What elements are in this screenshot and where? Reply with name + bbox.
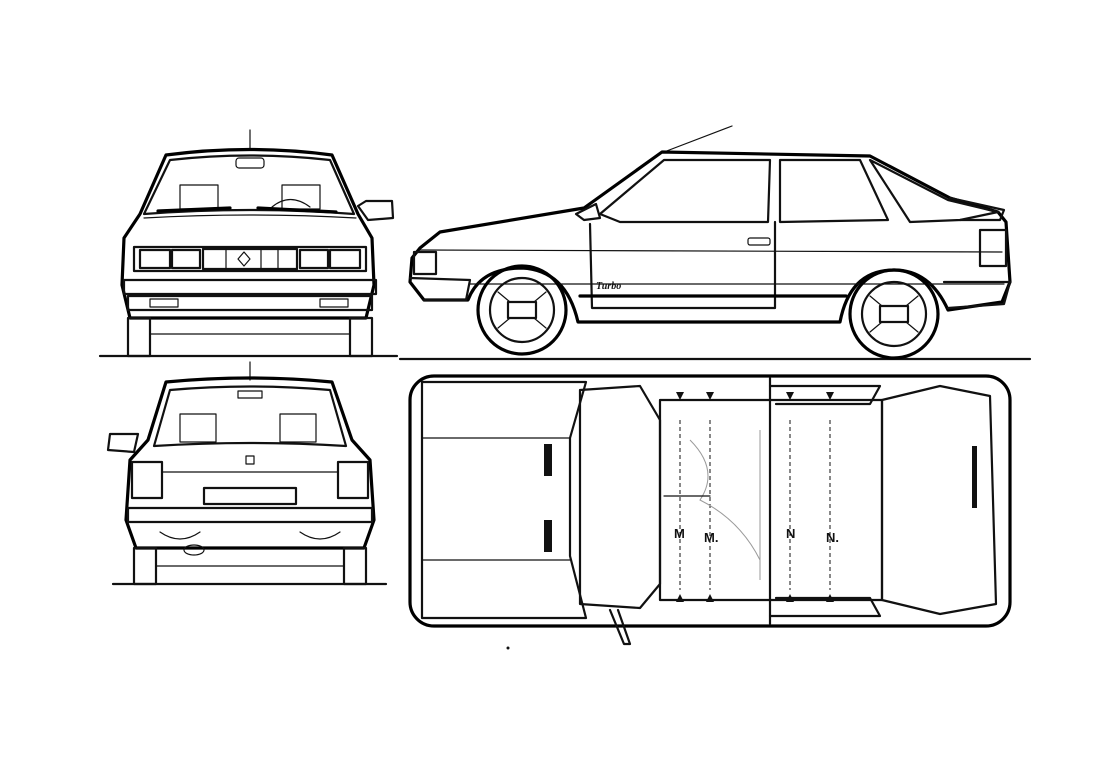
rear-view-mirror: [235, 157, 265, 169]
rear-seat-right: [279, 413, 317, 443]
belt-line: [419, 249, 1003, 253]
front-bumper: [122, 278, 378, 296]
interior-detail: [689, 430, 761, 580]
side-rear-hub: [878, 304, 910, 324]
rear-wheel-left: [132, 546, 158, 586]
steering-wheel: [271, 198, 311, 208]
rear-spoiler: [948, 196, 1006, 222]
hood-edge: [143, 214, 357, 219]
front-side-window: [598, 158, 772, 224]
front-wheel-right: [348, 316, 374, 358]
grille: [201, 247, 299, 271]
dimension-label-n-dot: N.: [826, 530, 839, 545]
door-outline: [588, 220, 777, 310]
brand-logo-front: [237, 251, 251, 267]
front-spoiler: [126, 294, 374, 312]
headlight-right-inner: [298, 248, 330, 270]
turbo-badge: Turbo: [596, 281, 621, 292]
open-door: [608, 608, 632, 646]
side-rear-rim: [860, 280, 928, 348]
side-front-wheel: [476, 264, 568, 356]
rear-seat-left: [179, 413, 217, 443]
headlight-right-outer: [328, 248, 362, 270]
wiper-right: [256, 206, 338, 214]
rear-bumper-profile: [942, 280, 1012, 310]
dimension-label-m: M: [674, 526, 685, 541]
rear-wheel-right: [342, 546, 368, 586]
rear-window: [152, 385, 348, 448]
fog-light-right: [319, 298, 349, 308]
rear-quarter-window: [868, 158, 1000, 224]
rear-wiper: [972, 446, 977, 508]
hood: [420, 380, 588, 620]
headlight-left-inner: [170, 248, 202, 270]
wiper-left: [156, 206, 232, 213]
fog-light-left: [149, 298, 179, 308]
top-rear-window: [880, 384, 998, 616]
rear-undertray: [159, 531, 341, 540]
side-mirror: [356, 199, 395, 222]
windshield: [142, 154, 356, 216]
sunroof-frame-bottom: [768, 596, 882, 618]
taillight-profile: [978, 228, 1008, 268]
rear-bumper: [126, 506, 374, 524]
door-handle: [747, 237, 771, 246]
exhaust-pipe: [183, 544, 205, 556]
seat-right: [281, 184, 321, 210]
headlight-band: [132, 245, 368, 273]
front-view: [98, 129, 399, 358]
license-plate: [202, 486, 298, 506]
headlight-left-outer: [138, 248, 172, 270]
dimension-label-m-dot: M.: [704, 530, 718, 545]
headlight-profile: [412, 250, 438, 276]
top-body-outline: [408, 374, 1012, 628]
side-body-outline: [408, 150, 1012, 324]
hood-vent-upper: [544, 444, 552, 476]
top-windshield: [578, 384, 662, 610]
stray-mark: [506, 646, 510, 650]
brand-logo-rear: [245, 455, 255, 465]
side-view: Turbo: [398, 125, 1032, 361]
seat-dimension-lines: [679, 420, 831, 590]
hood-vent-lower: [544, 520, 552, 552]
front-wheel-left: [126, 316, 152, 358]
side-mirror-profile: [574, 202, 602, 222]
taillight-right: [336, 460, 370, 500]
rear-wiper-mount: [237, 390, 263, 399]
rear-view: [106, 361, 388, 586]
side-antenna: [663, 125, 733, 153]
rear-side-mirror: [106, 432, 140, 454]
taillight-left: [130, 460, 164, 500]
sunroof-frame-top: [768, 384, 882, 406]
seat-left: [179, 184, 219, 210]
front-bumper-profile: [408, 276, 472, 302]
side-rear-wheel: [848, 268, 940, 360]
dimension-label-n: N: [786, 526, 795, 541]
dimension-arrows-top: [676, 392, 834, 400]
side-front-hub: [506, 300, 538, 320]
side-front-rim: [488, 276, 556, 344]
top-view: M M. N N.: [408, 374, 1012, 650]
rear-side-window: [778, 158, 890, 224]
